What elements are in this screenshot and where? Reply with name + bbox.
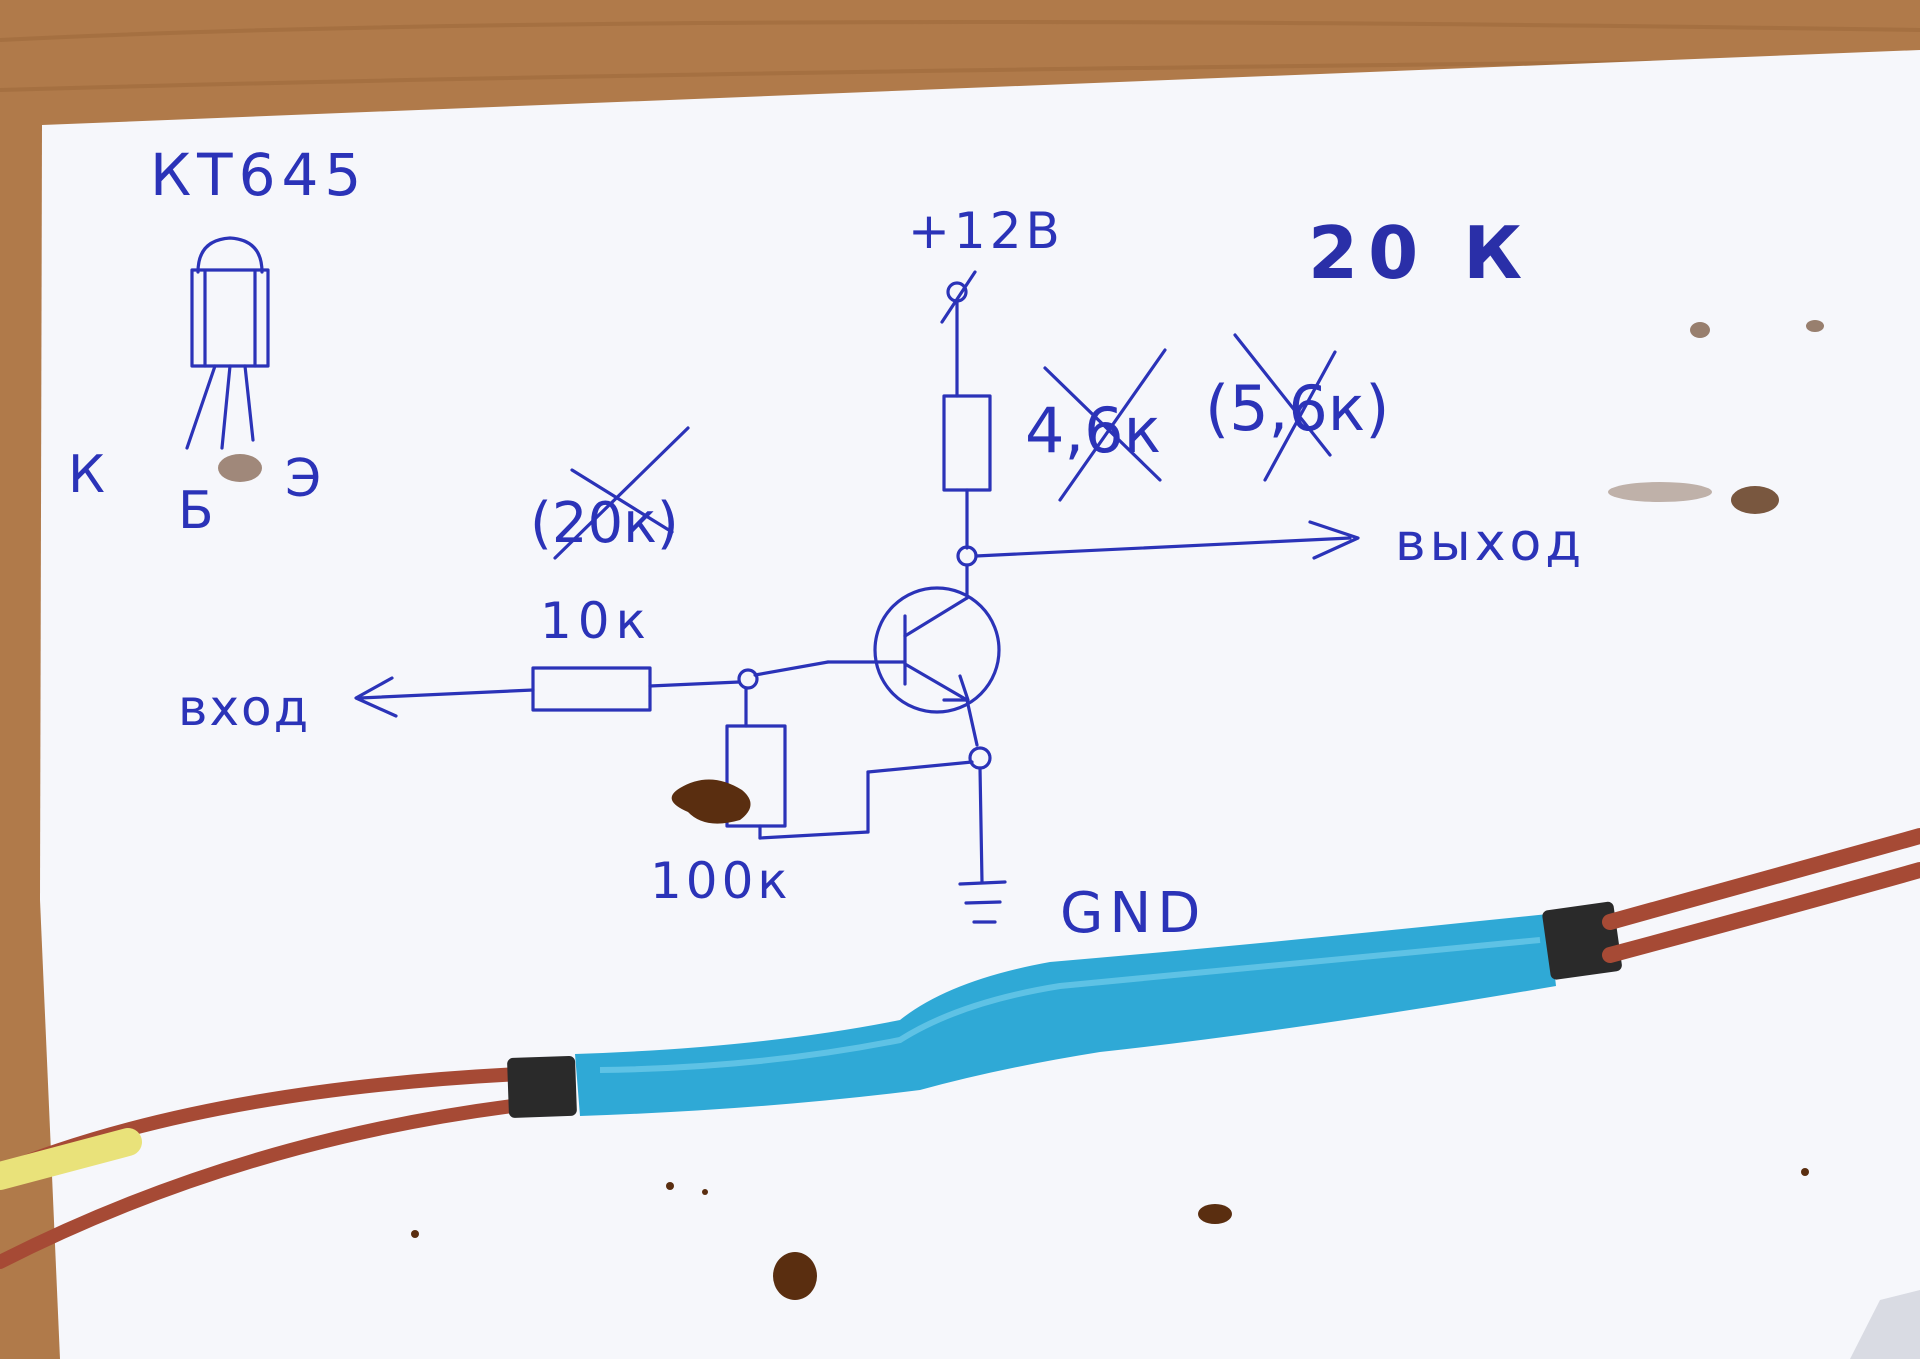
transistor-name-label: КТ645 (150, 141, 367, 209)
bias-resistor (725, 724, 787, 828)
yellow-wire-tip (0, 1128, 142, 1190)
input-label: вход (178, 679, 310, 737)
black-heatshrink-left (507, 1055, 577, 1118)
supply-label: +12В (908, 202, 1064, 260)
strikethrough-collector-alt-2 (1263, 350, 1337, 482)
base-resistor-label: 10к (540, 592, 652, 650)
strikethrough-collector-alt (1233, 333, 1332, 457)
collector-resistor-alt-label: (5,6к) (1205, 372, 1389, 445)
pin-b-label: Б (178, 481, 214, 541)
ground-label: GND (1060, 881, 1206, 946)
strikethrough-base-old-2 (570, 468, 674, 534)
threshold-label: 20 К (1308, 211, 1532, 295)
ground-symbol (958, 880, 1007, 924)
stain-marks (218, 320, 1824, 1300)
pin-e-label: Э (285, 449, 321, 509)
base-node (737, 668, 759, 690)
npn-transistor-symbol (873, 563, 1001, 747)
collector-resistor-old-label: 4,6к (1025, 394, 1161, 467)
black-heatshrink-right (1542, 901, 1622, 980)
output-arrow (1308, 520, 1360, 560)
paper-shadow (1850, 1290, 1920, 1359)
strikethrough-base-old (553, 426, 690, 560)
paper-sheet (40, 50, 1920, 1359)
strikethrough-collector-old (1043, 366, 1162, 482)
output-label: выход (1395, 513, 1585, 573)
transistor-package-drawing (185, 236, 270, 450)
cable-assembly (0, 828, 1920, 1269)
supply-node-slash (940, 270, 977, 324)
wood-grain (0, 20, 1920, 92)
base-resistor-old-label: (20к) (530, 491, 679, 556)
strikethrough-collector-old-2 (1058, 348, 1167, 502)
bias-resistor-label: 100к (650, 852, 792, 910)
input-arrow (354, 676, 398, 718)
pin-k-label: К (68, 445, 105, 505)
